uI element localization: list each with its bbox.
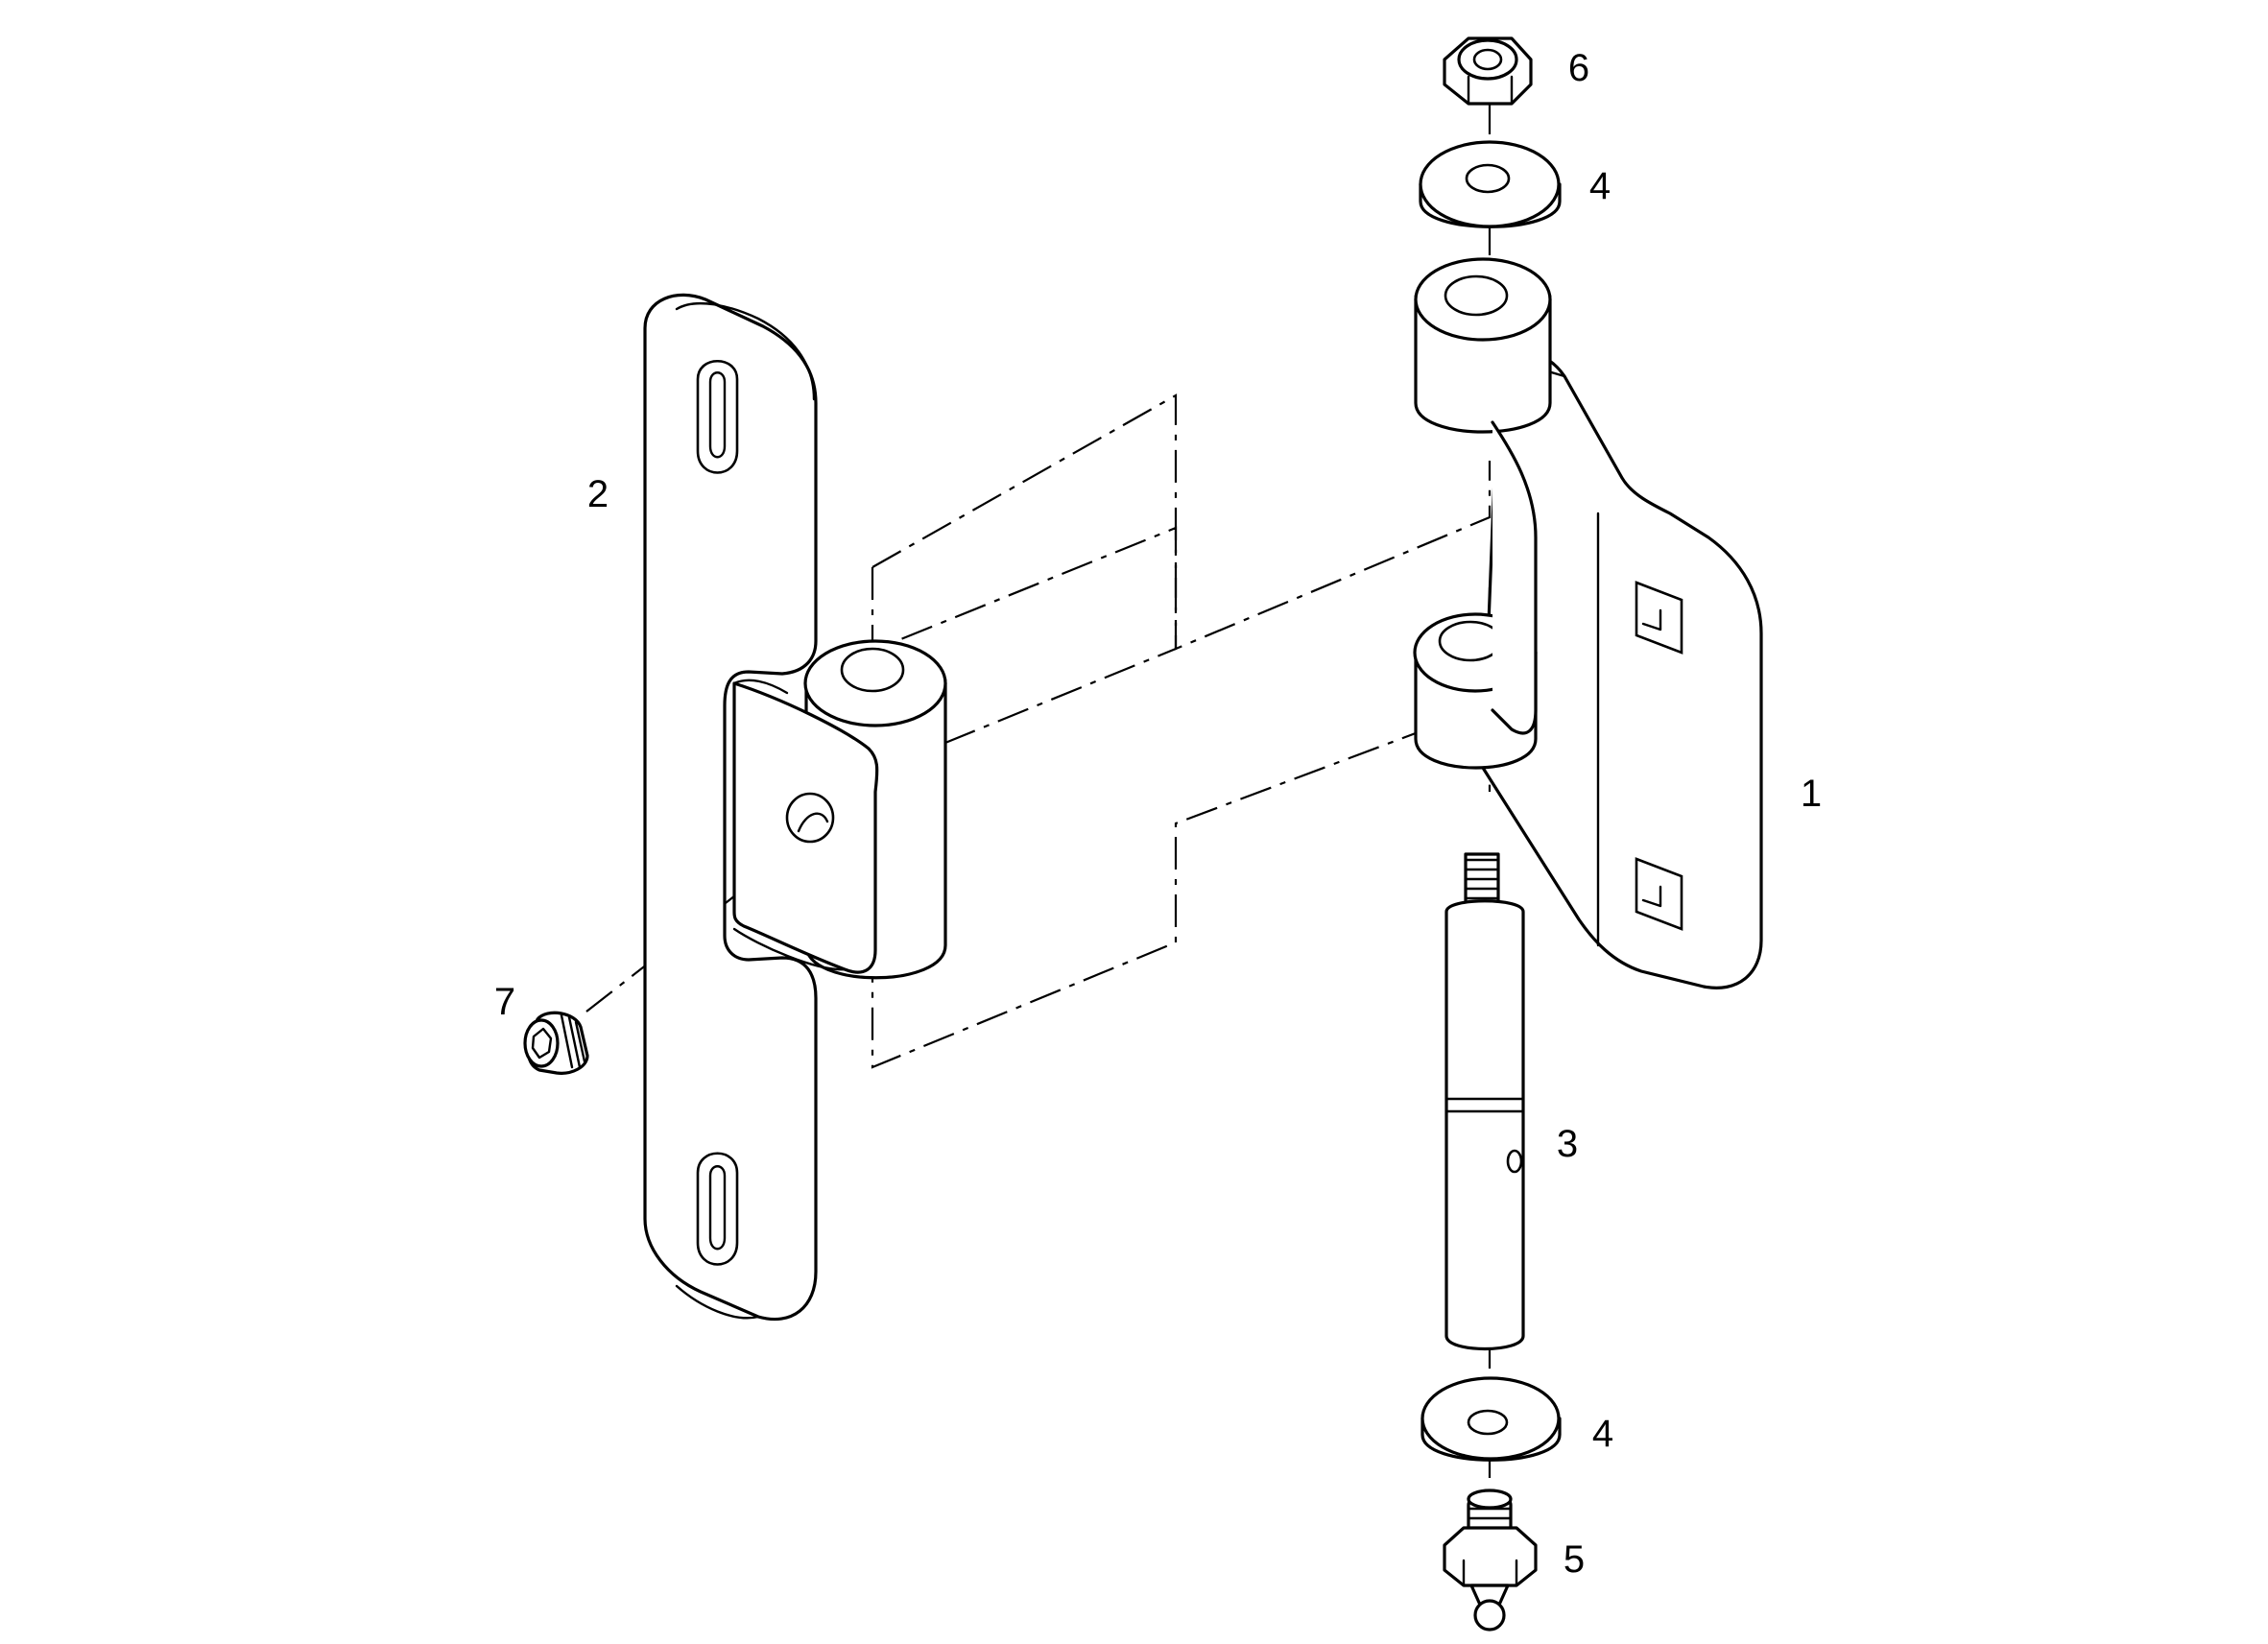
hinge-pin bbox=[1444, 852, 1525, 1350]
set-screw bbox=[523, 1011, 589, 1075]
hinge-plate-left bbox=[643, 293, 947, 1322]
callout-part-4-top: 4 bbox=[1589, 165, 1611, 207]
callout-labels: 1 2 3 4 4 5 6 7 bbox=[494, 47, 1822, 1581]
callout-part-2: 2 bbox=[587, 473, 609, 515]
washer-bottom bbox=[1420, 1376, 1562, 1462]
hinge-leaf-right bbox=[1413, 257, 1763, 989]
callout-part-5: 5 bbox=[1564, 1538, 1585, 1581]
lock-nut bbox=[1443, 36, 1533, 106]
callout-part-7: 7 bbox=[494, 981, 515, 1023]
callout-part-4-bottom: 4 bbox=[1592, 1413, 1613, 1455]
callout-part-3: 3 bbox=[1557, 1123, 1578, 1165]
grease-nipple bbox=[1443, 1489, 1538, 1632]
washer-top bbox=[1419, 140, 1562, 228]
callout-part-1: 1 bbox=[1801, 773, 1822, 815]
callout-part-6: 6 bbox=[1568, 47, 1589, 89]
